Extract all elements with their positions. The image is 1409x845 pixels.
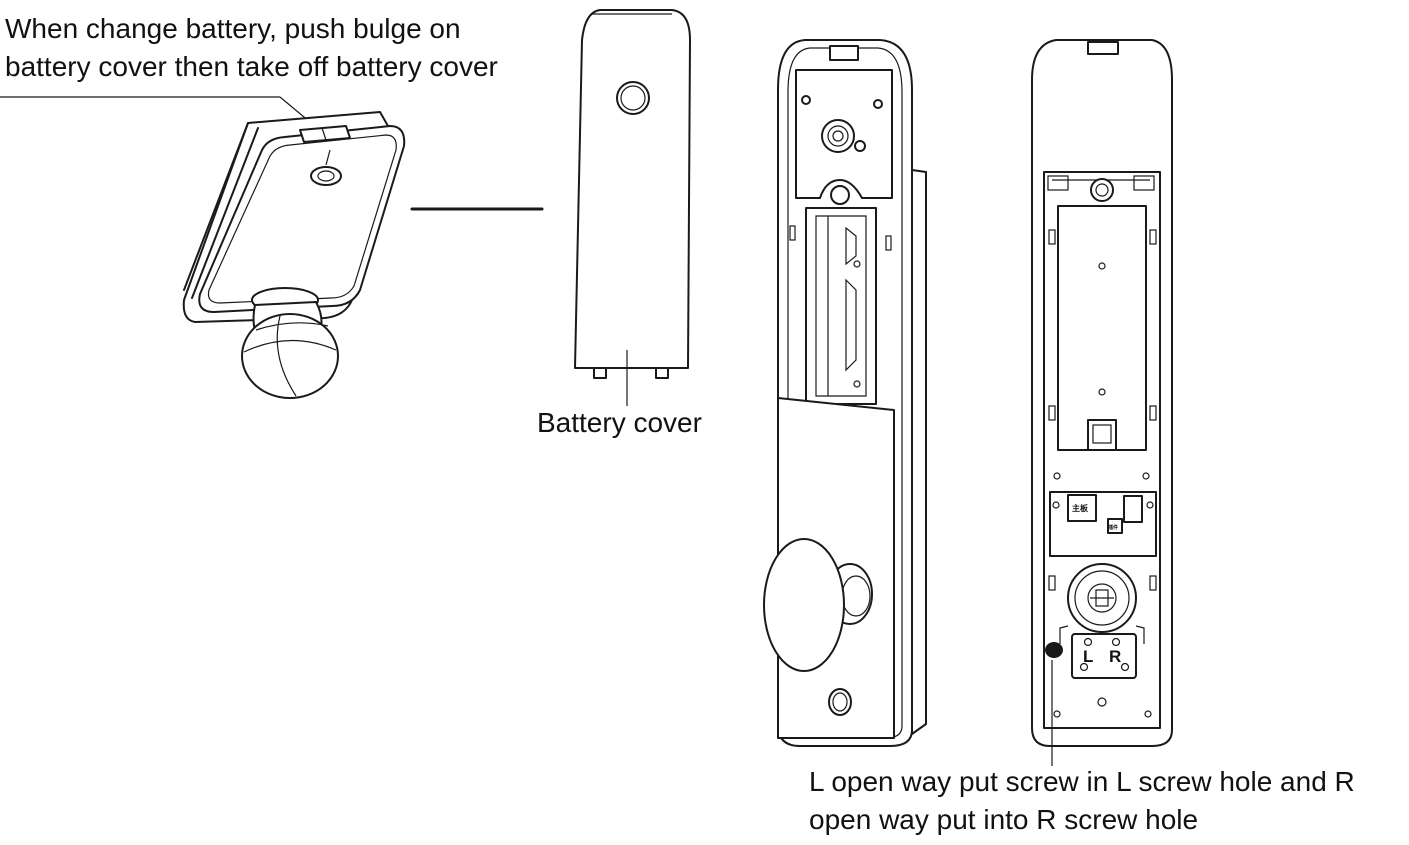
- push-bulge-instruction-line1: When change battery, push bulge on: [5, 13, 461, 44]
- pcb-main-board-label: 主板: [1072, 503, 1089, 513]
- lock-front-open: [763, 39, 927, 747]
- screw-hole-l-mark: L: [1083, 647, 1093, 666]
- pcb-connector-label: 插件: [1108, 524, 1118, 531]
- battery-cover-label: Battery cover: [537, 407, 702, 438]
- battery-cover: [574, 9, 691, 406]
- screw-instruction-line2: open way put into R screw hole: [809, 804, 1199, 835]
- screw-hole-r-mark: R: [1109, 647, 1121, 666]
- screw: [1045, 642, 1063, 658]
- lock-back-inside: 主板 插件 L R: [1031, 39, 1173, 766]
- push-bulge-instruction-line2: battery cover then take off battery cove…: [5, 51, 498, 82]
- tilted-lock-body: [182, 111, 406, 399]
- screw-instruction-line1: L open way put screw in L screw hole and…: [809, 766, 1355, 797]
